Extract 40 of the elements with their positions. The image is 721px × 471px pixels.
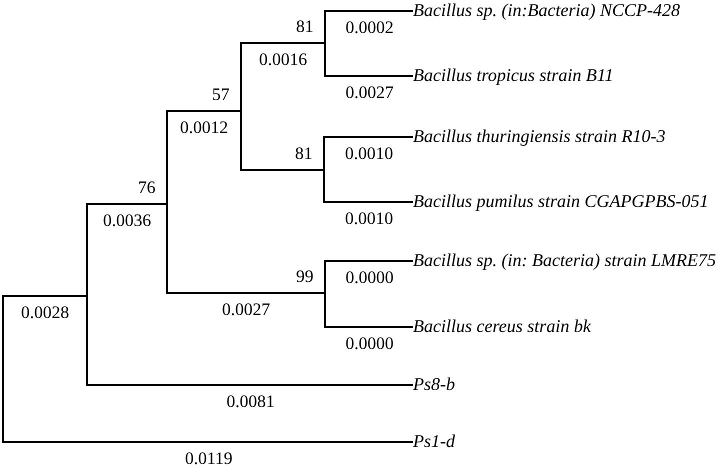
bootstrap-value: 76 [138, 179, 156, 196]
branch-length: 0.0000 [346, 269, 394, 286]
branch-length: 0.0010 [345, 210, 394, 228]
bootstrap-value: 81 [296, 18, 314, 36]
bootstrap-value: 57 [212, 86, 230, 104]
taxon-name: Ps1-d [413, 432, 455, 450]
branch-length: 0.0081 [226, 393, 275, 410]
branch-length: 0.0027 [222, 301, 270, 318]
taxon-name: Bacillus sp. (in:Bacteria) NCCP-428 [413, 1, 680, 19]
branch-line [242, 169, 323, 171]
taxon-name: Bacillus cereus strain bk [413, 317, 591, 335]
branch-length: 0.0016 [259, 51, 308, 68]
taxon-name: Bacillus pumilus strain CGAPGPBS-051 [413, 192, 708, 210]
taxon-name: Bacillus sp. (in: Bacteria) strain LMRE75 [413, 251, 716, 269]
taxon-name: Bacillus thuringiensis strain R10-3 [413, 127, 666, 145]
branch-length: 0.0027 [346, 84, 394, 102]
branch-length: 0.0028 [21, 304, 70, 322]
branch-line [326, 260, 413, 262]
taxon-name: Bacillus tropicus strain B11 [413, 66, 614, 84]
taxon-name: Ps8-b [413, 375, 455, 393]
branch-line [4, 295, 86, 297]
branch-line [325, 136, 413, 138]
branch-length: 0.0119 [185, 450, 232, 468]
bootstrap-value: 99 [296, 268, 314, 286]
branch-line [168, 110, 240, 112]
branch-line [88, 203, 166, 205]
bootstrap-value: 81 [295, 145, 312, 162]
branch-length: 0.0036 [103, 212, 152, 230]
branch-line [325, 201, 413, 203]
branch-line [326, 10, 413, 12]
branch-line [242, 42, 324, 44]
branch-length: 0.0000 [346, 335, 394, 352]
branch-length: 0.0002 [346, 19, 394, 36]
branch-line [168, 292, 324, 294]
branch-line [326, 326, 413, 328]
branch-line [4, 441, 413, 443]
branch-length: 0.0010 [345, 145, 394, 162]
branch-length: 0.0012 [180, 119, 228, 136]
branch-line [326, 75, 413, 77]
branch-line [88, 384, 413, 386]
